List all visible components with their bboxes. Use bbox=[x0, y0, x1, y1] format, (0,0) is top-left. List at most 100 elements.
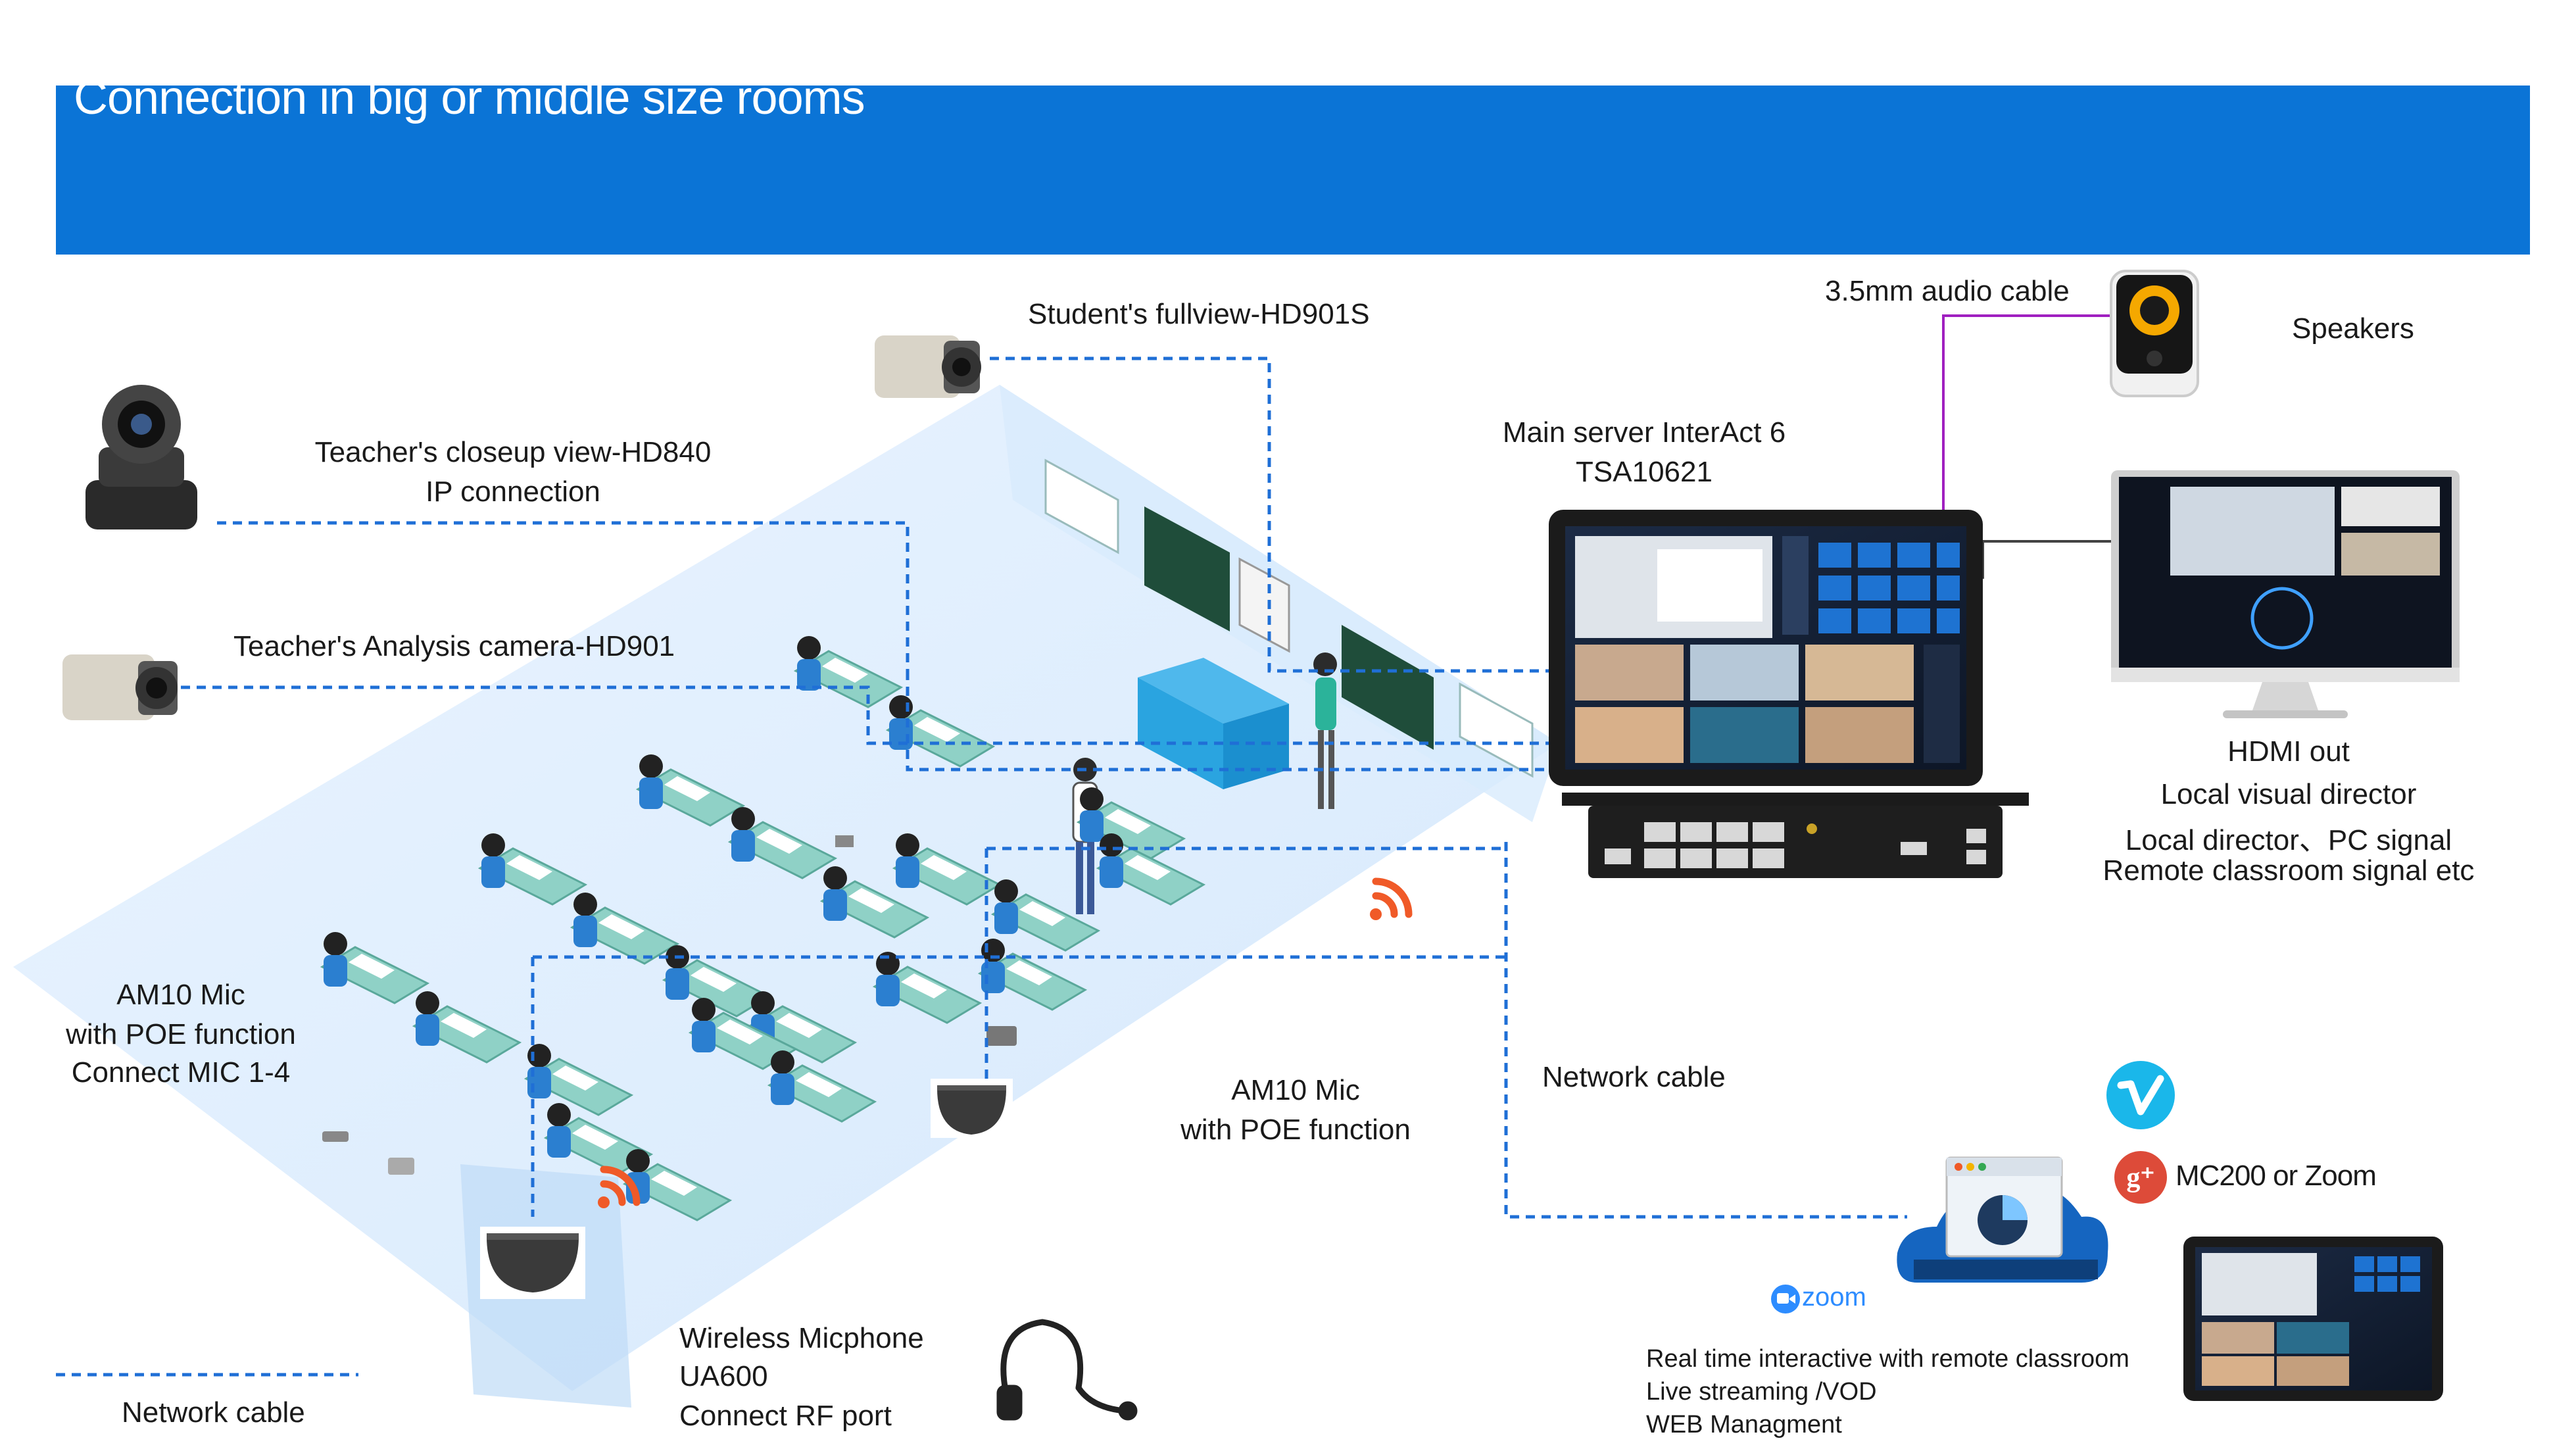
student-head bbox=[1080, 787, 1104, 811]
vimeo-icon bbox=[2106, 1061, 2175, 1129]
open-book bbox=[796, 1072, 842, 1097]
open-book bbox=[921, 855, 967, 880]
local-director-pc-label: Local director、PC signal bbox=[2125, 824, 2452, 856]
student-body bbox=[981, 962, 1005, 993]
open-book bbox=[914, 717, 960, 742]
open-book bbox=[1105, 809, 1151, 834]
student-head bbox=[994, 879, 1018, 903]
student-body bbox=[994, 902, 1018, 934]
mic-left-connect-label: Connect MIC 1-4 bbox=[71, 1056, 291, 1089]
mic-left-name-label: AM10 Mic bbox=[116, 979, 245, 1011]
floor-items bbox=[322, 835, 1017, 1175]
student-head bbox=[481, 833, 505, 857]
wall-displays bbox=[1044, 458, 1534, 778]
student-body bbox=[547, 1126, 571, 1158]
student-body bbox=[876, 975, 900, 1006]
student-head bbox=[889, 695, 913, 719]
hdmi-monitor bbox=[2111, 470, 2460, 718]
remote-interactive-label: Real time interactive with remote classr… bbox=[1646, 1345, 2129, 1373]
student-desks bbox=[320, 636, 1206, 1221]
student-body bbox=[416, 1014, 439, 1046]
open-book bbox=[822, 658, 868, 683]
audio-cable bbox=[1942, 314, 2121, 513]
student-body bbox=[1100, 856, 1123, 888]
student-head bbox=[771, 1050, 794, 1074]
student-body bbox=[481, 856, 505, 888]
open-book bbox=[717, 1019, 763, 1044]
hdmi-cable bbox=[1981, 540, 2118, 579]
open-book bbox=[776, 1013, 822, 1038]
open-book bbox=[1006, 960, 1052, 985]
student-head bbox=[1100, 833, 1123, 857]
open-book bbox=[572, 1125, 618, 1150]
box-camera-icon bbox=[62, 654, 178, 720]
open-book bbox=[506, 855, 552, 880]
header-banner bbox=[56, 86, 2530, 255]
open-book bbox=[552, 1066, 598, 1091]
open-book bbox=[651, 1171, 697, 1196]
wifi-icon bbox=[1370, 877, 1413, 920]
ip-connection-label: IP connection bbox=[425, 476, 600, 508]
web-management-label: WEB Managment bbox=[1646, 1411, 1842, 1438]
ceiling-mic-icon bbox=[931, 1079, 1013, 1138]
student-head bbox=[823, 866, 847, 890]
speakers-label: Speakers bbox=[2292, 312, 2414, 345]
student-body bbox=[527, 1067, 551, 1098]
remote-classroom-signal-label: Remote classroom signal etc bbox=[2102, 854, 2475, 887]
student-body bbox=[771, 1073, 794, 1105]
hdmi-out-label: HDMI out bbox=[2227, 735, 2350, 768]
wireless-mic-label: Wireless Micphone bbox=[679, 1322, 924, 1354]
student-head bbox=[416, 991, 439, 1015]
open-book bbox=[1125, 855, 1171, 880]
audio-cable-label: 3.5mm audio cable bbox=[1825, 275, 2070, 307]
student-head bbox=[527, 1044, 551, 1068]
classroom-floor bbox=[13, 385, 1559, 1408]
student-camera-icon bbox=[875, 335, 981, 398]
student-body bbox=[639, 777, 663, 809]
student-body bbox=[692, 1021, 716, 1052]
mic-middle-name-label: AM10 Mic bbox=[1231, 1074, 1360, 1106]
student-body bbox=[823, 889, 847, 921]
open-book bbox=[1019, 901, 1065, 926]
network-cable-label: Network cable bbox=[1542, 1061, 1726, 1093]
student-head bbox=[876, 952, 900, 975]
student-head bbox=[626, 1149, 650, 1173]
mc200-zoom-label: MC200 or Zoom bbox=[2175, 1160, 2377, 1192]
open-book bbox=[441, 1013, 487, 1038]
mic-middle-poe-label: with POE function bbox=[1180, 1114, 1411, 1146]
open-book bbox=[901, 973, 947, 998]
student-head bbox=[324, 932, 347, 956]
live-streaming-label: Live streaming /VOD bbox=[1646, 1378, 1877, 1406]
legend-network-cable-label: Network cable bbox=[122, 1396, 305, 1429]
student-head bbox=[981, 939, 1005, 962]
open-book bbox=[756, 829, 802, 854]
students-camera-label: Student's fullview-HD901S bbox=[1028, 298, 1370, 330]
page-title: Connection in big or middle size rooms bbox=[74, 72, 865, 124]
main-server-back-panel bbox=[1562, 793, 2029, 878]
student-body bbox=[1080, 810, 1104, 842]
student-head bbox=[797, 636, 821, 660]
google-plus-icon: g⁺ bbox=[2114, 1151, 2167, 1204]
student-body bbox=[889, 718, 913, 750]
open-book bbox=[691, 967, 737, 992]
student-head bbox=[573, 893, 597, 916]
svg-text:g⁺: g⁺ bbox=[2126, 1163, 2154, 1193]
headset-mic-icon bbox=[996, 1319, 1138, 1421]
student-head bbox=[547, 1103, 571, 1127]
mic-left-poe-label: with POE function bbox=[66, 1018, 296, 1050]
ceiling-mic-icon bbox=[480, 1227, 585, 1299]
student-body bbox=[573, 916, 597, 947]
student-body bbox=[666, 968, 689, 1000]
student-head bbox=[692, 998, 716, 1021]
open-book bbox=[664, 776, 710, 801]
open-book bbox=[848, 888, 894, 913]
server-model-label: TSA10621 bbox=[1576, 456, 1713, 488]
wireless-model-label: UA600 bbox=[679, 1360, 768, 1392]
student-body bbox=[896, 856, 919, 888]
zoom-wordmark: zoom bbox=[1802, 1283, 1866, 1312]
student-head bbox=[751, 991, 775, 1015]
student-body bbox=[797, 659, 821, 691]
student-head bbox=[896, 833, 919, 857]
zoom-icon bbox=[1771, 1285, 1800, 1314]
